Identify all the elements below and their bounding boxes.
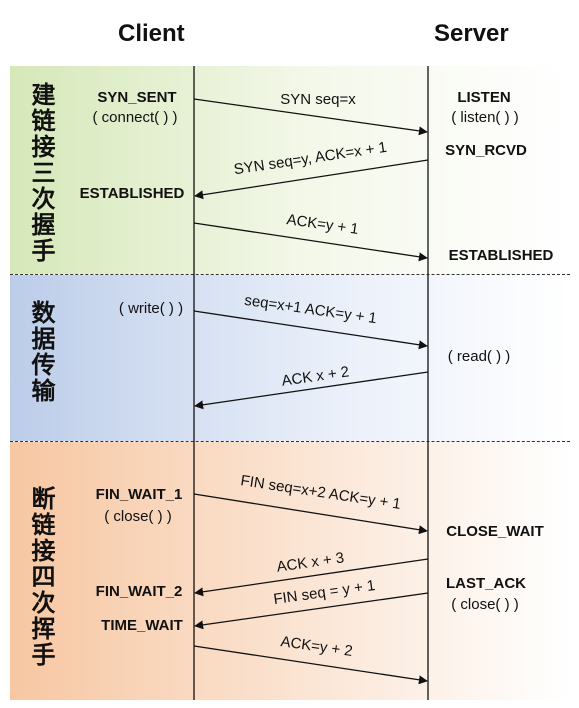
client-call-close: ( close( ) ) (104, 508, 172, 525)
msg-arrow-ack (193, 222, 428, 262)
server-call-read: ( read( ) ) (447, 348, 511, 365)
msg-label-data-ack: ACK x + 2 (281, 363, 351, 389)
msg-label-fin-client: FIN seq=x+2 ACK=y + 1 (239, 472, 402, 513)
msg-arrow-fin-server (194, 592, 429, 630)
client-call-connect: ( connect( ) ) (92, 109, 178, 126)
client-state-fin-wait-1: FIN_WAIT_1 (95, 486, 183, 503)
client-state-time-wait: TIME_WAIT (101, 617, 183, 634)
msg-label-last-ack: ACK=y + 2 (280, 633, 354, 660)
client-state-fin-wait-2: FIN_WAIT_2 (95, 583, 183, 600)
client-state-syn-sent: SYN_SENT (97, 89, 177, 106)
msg-arrow-fin-client (193, 493, 428, 535)
msg-arrow-syn-ack (194, 159, 429, 200)
server-call-listen: ( listen( ) ) (451, 109, 519, 126)
handshake-band (10, 66, 570, 274)
teardown-band (10, 442, 570, 700)
msg-arrow-syn (193, 98, 428, 136)
server-state-syn-rcvd: SYN_RCVD (445, 142, 527, 159)
msg-label-syn: SYN seq=x (280, 91, 356, 108)
msg-label-ack: ACK=y + 1 (286, 211, 360, 238)
server-state-listen: LISTEN (457, 89, 511, 106)
msg-label-syn-ack: SYN seq=y, ACK=x + 1 (233, 139, 388, 179)
client-state-established: ESTABLISHED (79, 185, 185, 202)
server-state-last-ack: LAST_ACK (445, 575, 527, 592)
msg-arrow-data (193, 310, 428, 350)
server-call-close: ( close( ) ) (451, 596, 519, 613)
msg-label-fin-ack: ACK x + 3 (276, 549, 346, 575)
msg-arrow-data-ack (194, 371, 429, 410)
client-call-write: ( write( ) ) (118, 300, 184, 317)
msg-arrow-last-ack (193, 645, 428, 685)
phase-divider (10, 274, 570, 275)
phase-label-teardown: 断链接四次挥手 (27, 486, 54, 668)
client-header: Client (118, 20, 185, 47)
phase-label-transfer: 数据传输 (27, 300, 54, 404)
phase-label-handshake: 建链接三次握手 (27, 82, 54, 264)
transfer-band (10, 275, 570, 441)
phase-divider (10, 441, 570, 442)
msg-label-fin-server: FIN seq = y + 1 (272, 577, 376, 608)
msg-arrow-fin-ack (194, 558, 429, 597)
server-state-established: ESTABLISHED (448, 247, 554, 264)
server-state-close-wait: CLOSE_WAIT (446, 523, 544, 540)
server-header: Server (434, 20, 509, 47)
